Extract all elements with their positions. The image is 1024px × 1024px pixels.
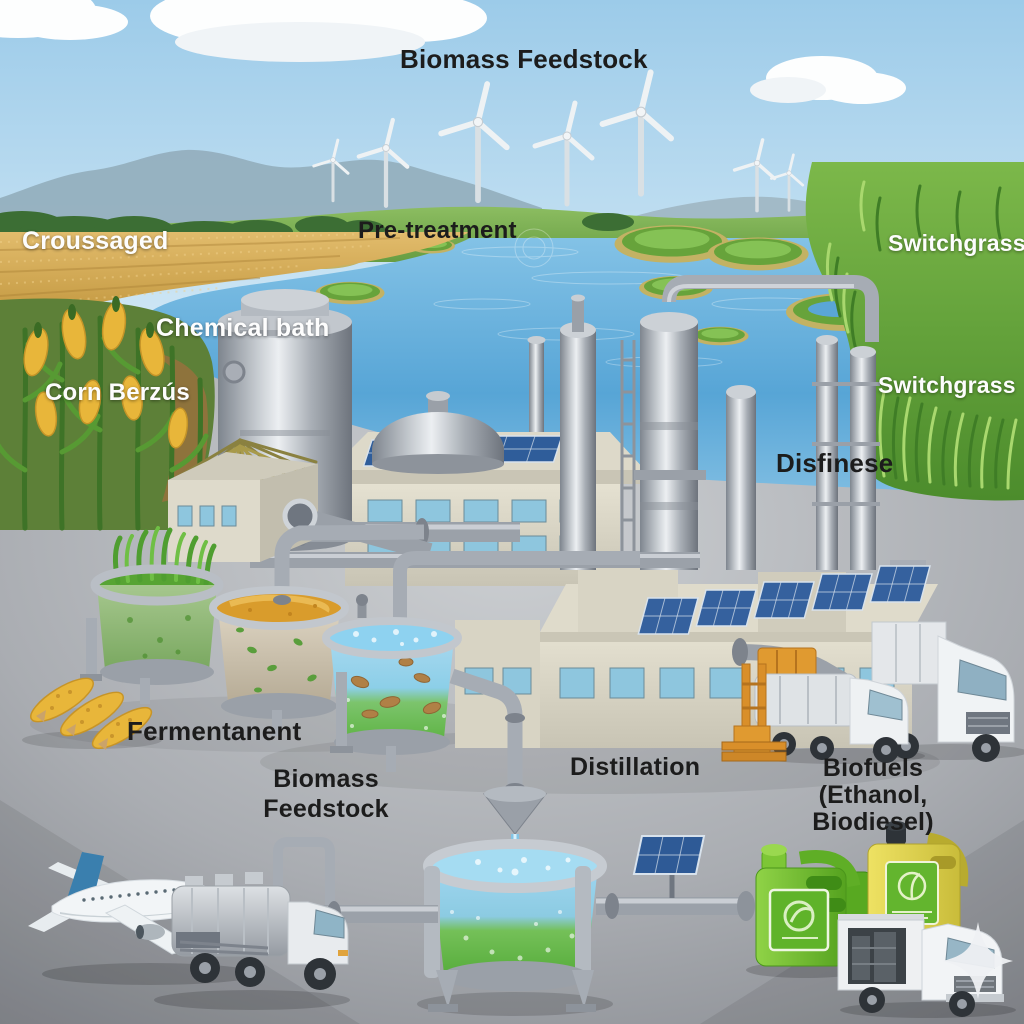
fermentation-tank-grass — [80, 526, 224, 704]
sparkle-icon — [943, 922, 1013, 999]
solar-panel — [632, 835, 706, 875]
fermentation-tank-microbe — [322, 551, 640, 772]
collection-tank — [417, 839, 613, 1016]
wheat-field — [0, 231, 470, 318]
bottom-right-pipe — [596, 835, 755, 921]
clouds — [0, 0, 906, 104]
corn-field — [0, 296, 215, 531]
green-can — [755, 844, 861, 967]
forklift — [721, 663, 787, 762]
dome-tank — [372, 391, 504, 474]
loading-trucks — [721, 621, 1024, 764]
funnel — [482, 786, 548, 835]
solar-panel-row — [637, 565, 931, 635]
tanker-truck — [154, 872, 350, 1010]
corn-cobs-on-stalks — [23, 296, 189, 449]
corn-cobs — [22, 677, 162, 750]
distillation-columns — [560, 275, 880, 570]
